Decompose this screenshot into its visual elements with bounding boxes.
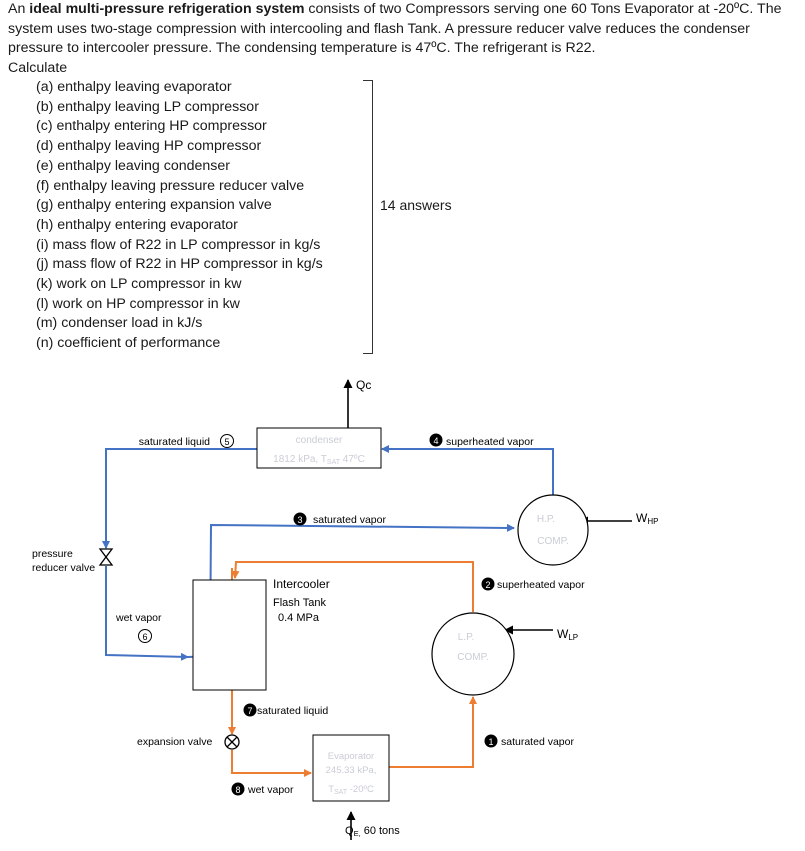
state8-label: wet vapor <box>247 784 294 796</box>
question-item: (e) enthalpy leaving condenser <box>36 157 231 174</box>
state4-number: 4 <box>433 436 438 446</box>
state1-label: saturated vapor <box>501 736 574 748</box>
question-item: (h) enthalpy entering evaporator <box>36 216 238 233</box>
question-item: (m) condenser load in kJ/s <box>36 315 203 332</box>
question-item: (a) enthalpy leaving evaporator <box>36 79 232 95</box>
state5-label: saturated liquid <box>139 436 210 448</box>
state4-label: superheated vapor <box>446 436 534 448</box>
question-item: (j) mass flow of R22 in HP compressor in… <box>36 256 323 273</box>
lp-comp-label: L.P. <box>458 632 475 643</box>
state2-number: 2 <box>485 580 490 590</box>
line-1 <box>389 696 477 768</box>
question-item: (n) coefficient of performance <box>36 335 221 352</box>
question-list: (a) enthalpy leaving evaporator (b) enth… <box>36 78 323 354</box>
state7-label: saturated liquid <box>257 705 328 717</box>
intro-rest: consists of two Compressors serving one … <box>8 1 782 56</box>
pressure-reducer-valve <box>98 548 114 566</box>
prv-label: pressure <box>32 548 73 560</box>
state6-label: wet vapor <box>115 612 162 624</box>
answers-bracket <box>363 80 373 354</box>
flash-tank-label: Flash Tank <box>273 597 326 609</box>
intro-prefix: An <box>8 1 30 17</box>
prv-label: reducer valve <box>32 562 95 574</box>
intercooler-pressure: 0.4 MPa <box>278 612 320 624</box>
question-item: (g) enthalpy entering expansion valve <box>36 197 272 214</box>
state6-marker <box>138 629 152 643</box>
intercooler-tank-front <box>192 579 267 691</box>
expansion-valve-symbol <box>224 734 240 750</box>
state8-marker <box>231 782 245 796</box>
condenser-box <box>256 427 382 469</box>
hp-compressor <box>517 494 589 566</box>
intercooler-label: Intercooler <box>273 577 330 591</box>
calculate-label: Calculate <box>8 59 68 76</box>
answers-label: 14 answers <box>380 197 452 213</box>
lp-compressor <box>431 612 515 696</box>
state4-marker <box>429 433 443 447</box>
condenser-conditions: 1812 kPa, TSAT 47ºC <box>273 454 365 466</box>
condenser-label: condenser <box>296 435 343 446</box>
evaporator-box <box>312 734 390 802</box>
state1-number: 1 <box>488 737 493 747</box>
line-8 <box>231 750 312 777</box>
question-item: (k) work on LP compressor in kw <box>36 276 242 293</box>
evaporator-tsat: TSAT -20ºC <box>328 784 374 796</box>
line-2 <box>231 561 474 612</box>
state5-marker <box>220 434 234 448</box>
qc-label: Qc <box>356 378 371 392</box>
state3-marker <box>293 512 307 526</box>
expansion-valve-label: expansion valve <box>137 736 212 748</box>
state3-label: saturated vapor <box>313 514 386 526</box>
hp-comp-label: COMP. <box>537 536 569 547</box>
state7-number: 7 <box>247 706 252 716</box>
question-item: (c) enthalpy entering HP compressor <box>36 118 267 135</box>
evaporator-pressure: 245.33 kPa, <box>326 765 377 776</box>
question-item: (l) work on HP compressor in kw <box>36 295 240 312</box>
state6-number: 6 <box>142 632 147 642</box>
state1-marker <box>484 734 498 748</box>
line-5 <box>102 448 257 549</box>
state5-number: 5 <box>224 437 229 447</box>
state8-number: 8 <box>235 785 240 795</box>
question-item: (i) mass flow of R22 in LP compressor in… <box>36 236 321 253</box>
line-4 <box>381 445 554 496</box>
question-item: (d) enthalpy leaving HP compressor <box>36 138 262 155</box>
intro-bold: ideal multi-pressure refrigeration syste… <box>29 1 305 17</box>
question-item: (b) enthalpy leaving LP compressor <box>36 98 259 115</box>
hp-comp-label: H.P. <box>537 514 555 525</box>
state7-marker <box>243 703 257 717</box>
state2-label: superheated vapor <box>497 579 585 591</box>
state3-number: 3 <box>297 515 302 525</box>
state2-marker <box>481 577 495 591</box>
evaporator-label: Evaporator <box>328 751 374 762</box>
line-6 <box>105 566 189 661</box>
problem-statement: An ideal multi-pressure refrigeration sy… <box>8 0 803 78</box>
lp-comp-label: COMP. <box>457 652 489 663</box>
qe-label: QE, 60 tons <box>345 825 400 838</box>
whp-label: WHP <box>636 511 658 526</box>
wlp-label: WLP <box>557 627 578 642</box>
question-item: (f) enthalpy leaving pressure reducer va… <box>36 177 305 194</box>
